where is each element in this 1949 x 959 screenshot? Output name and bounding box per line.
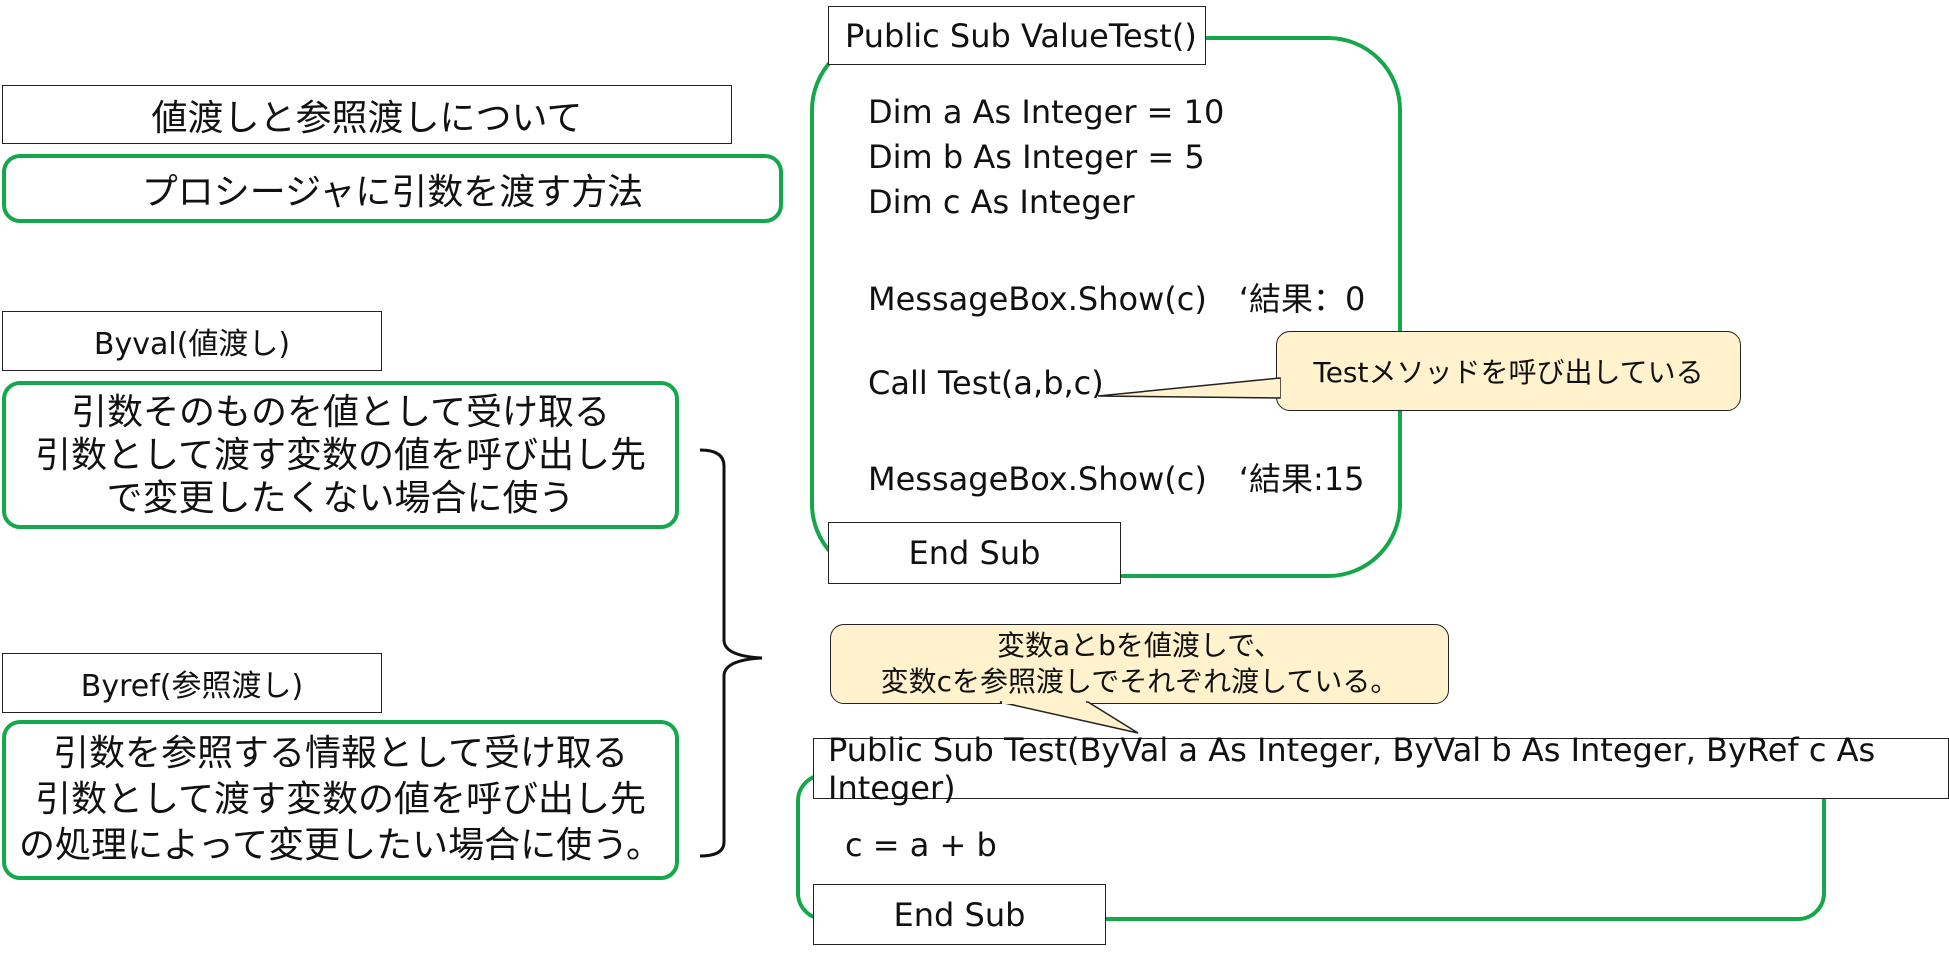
right-brace — [699, 448, 763, 858]
byref-line-3: の処理によって変更したい場合に使う。 — [19, 825, 662, 866]
byval-line-2: 引数として渡す変数の値を呼び出し先 — [35, 434, 646, 476]
test-header-text: Public Sub Test(ByVal a As Integer, ByVa… — [828, 730, 1876, 807]
subtitle-text: プロシージャに引数を渡す方法 — [141, 171, 644, 213]
byval-line-3: で変更したくない場合に使う — [106, 477, 575, 519]
byval-description: 引数そのものを値として受け取る 引数として渡す変数の値を呼び出し先 で変更したく… — [2, 381, 679, 529]
byval-line-1: 引数そのものを値として受け取る — [71, 391, 610, 433]
code-line-sum: c = a + b — [845, 826, 997, 864]
code-line-msgbox-1: MessageBox.Show(c) ‘結果：0 — [868, 280, 1366, 318]
valuetest-header: Public Sub ValueTest() — [828, 6, 1206, 65]
byval-label-text: Byval(値渡し) — [93, 327, 291, 362]
valuetest-end-text: End Sub — [908, 534, 1041, 572]
test-end: End Sub — [813, 884, 1106, 945]
code-line-dim-a: Dim a As Integer = 10 — [868, 93, 1225, 131]
code-line-call-test: Call Test(a,b,c) — [868, 364, 1104, 402]
byval-label: Byval(値渡し) — [2, 311, 382, 371]
subtitle-box: プロシージャに引数を渡す方法 — [2, 154, 783, 223]
code-line-msgbox-2: MessageBox.Show(c) ‘結果:15 — [868, 460, 1365, 498]
byref-label: Byref(参照渡し) — [2, 653, 382, 713]
byref-line-1: 引数を参照する情報として受け取る — [53, 733, 628, 774]
byref-line-2: 引数として渡す変数の値を呼び出し先 — [35, 779, 646, 820]
callout-call-test: Testメソッドを呼び出している — [1276, 331, 1741, 411]
page-title-text: 値渡しと参照渡しについて — [151, 97, 583, 139]
test-end-text: End Sub — [893, 895, 1026, 934]
test-header: Public Sub Test(ByVal a As Integer, ByVa… — [813, 731, 1949, 807]
callout-params-line-1: 変数aとbを値渡しで、 — [997, 629, 1282, 662]
callout-params-line-2: 変数cを参照渡しでそれぞれ渡している。 — [880, 665, 1399, 698]
byref-label-text: Byref(参照渡し) — [80, 669, 304, 704]
valuetest-header-text: Public Sub ValueTest() — [845, 16, 1197, 55]
code-line-dim-b: Dim b As Integer = 5 — [868, 138, 1205, 176]
callout-call-test-text: Testメソッドを呼び出している — [1313, 356, 1704, 389]
page-title: 値渡しと参照渡しについて — [2, 85, 732, 144]
code-line-dim-c: Dim c As Integer — [868, 183, 1135, 221]
callout-params: 変数aとbを値渡しで、 変数cを参照渡しでそれぞれ渡している。 — [830, 624, 1449, 704]
byref-description: 引数を参照する情報として受け取る 引数として渡す変数の値を呼び出し先 の処理によ… — [2, 720, 679, 880]
valuetest-end: End Sub — [828, 522, 1121, 584]
